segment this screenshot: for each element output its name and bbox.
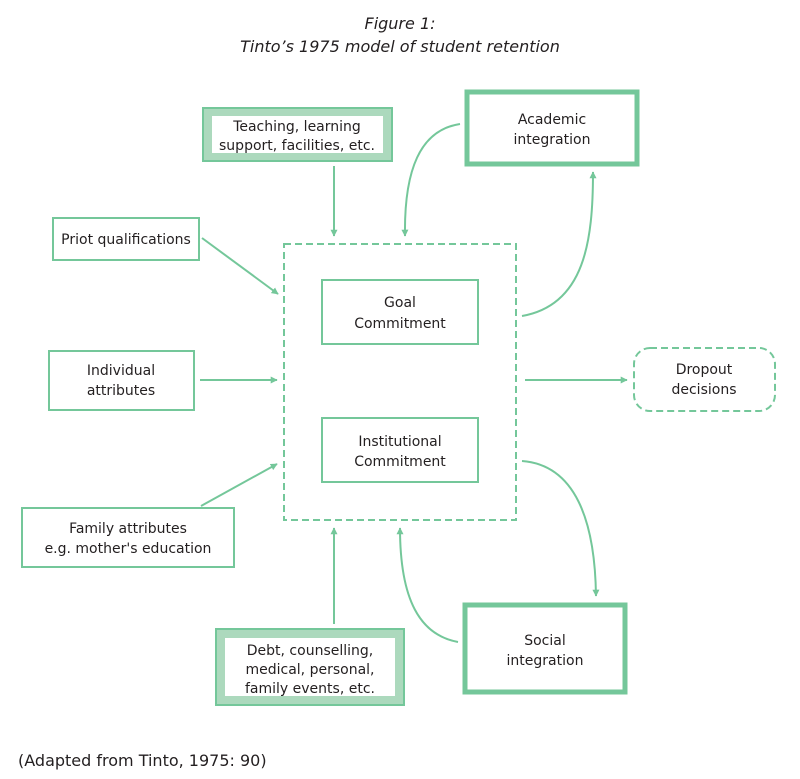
node-teaching: Teaching, learning support, facilities, …	[202, 107, 393, 162]
node-dropout-line-2: decisions	[671, 382, 736, 398]
node-dropout-decisions: Dropout decisions	[633, 347, 776, 412]
node-social-integration: Social integration	[462, 602, 628, 695]
node-goal-line-2: Commitment	[354, 316, 446, 332]
node-academic-line-1: Academic	[518, 112, 586, 128]
node-academic-line-2: integration	[514, 132, 591, 148]
node-debt-events: Debt, counselling, medical, personal, fa…	[215, 628, 405, 706]
node-family-line-2: e.g. mother's education	[45, 541, 212, 557]
commitment-group-boundary	[283, 243, 517, 521]
node-institutional-commitment: Institutional Commitment	[321, 417, 479, 483]
arrow-prior-to-group	[201, 237, 279, 295]
figure-title: Tinto’s 1975 model of student retention	[240, 37, 560, 56]
figure-number: Figure 1:	[364, 14, 435, 33]
arrow-family-to-group	[200, 463, 278, 507]
arrow-group-to-social	[521, 460, 600, 597]
node-family-line-1: Family attributes	[69, 521, 187, 537]
arrow-academic-to-group	[401, 123, 461, 237]
arrow-group-to-academic	[521, 171, 597, 317]
node-debt-line-3: family events, etc.	[245, 681, 375, 697]
node-individual-attributes: Individual attributes	[48, 350, 195, 411]
node-academic-integration: Academic integration	[464, 89, 640, 167]
node-family-attributes: Family attributes e.g. mother's educatio…	[21, 507, 235, 568]
figure-caption: (Adapted from Tinto, 1975: 90)	[18, 751, 267, 770]
node-social-line-2: integration	[507, 653, 584, 669]
node-institutional-line-1: Institutional	[358, 434, 441, 450]
node-debt-line-1: Debt, counselling,	[247, 643, 373, 659]
node-goal-commitment: Goal Commitment	[321, 279, 479, 345]
node-dropout-line-1: Dropout	[676, 362, 733, 378]
node-teaching-line-1: Teaching, learning	[232, 119, 361, 135]
node-prior-qualifications: Priot qualifications	[52, 217, 200, 261]
node-individual-line-2: attributes	[87, 383, 155, 399]
node-institutional-line-2: Commitment	[354, 454, 446, 470]
arrow-social-to-group	[396, 527, 459, 643]
node-goal-line-1: Goal	[384, 295, 416, 311]
node-individual-line-1: Individual	[87, 363, 155, 379]
node-debt-line-2: medical, personal,	[245, 662, 374, 678]
node-prior-line-1: Priot qualifications	[61, 232, 191, 248]
node-social-line-1: Social	[524, 633, 566, 649]
node-teaching-line-2: support, facilities, etc.	[219, 138, 375, 154]
